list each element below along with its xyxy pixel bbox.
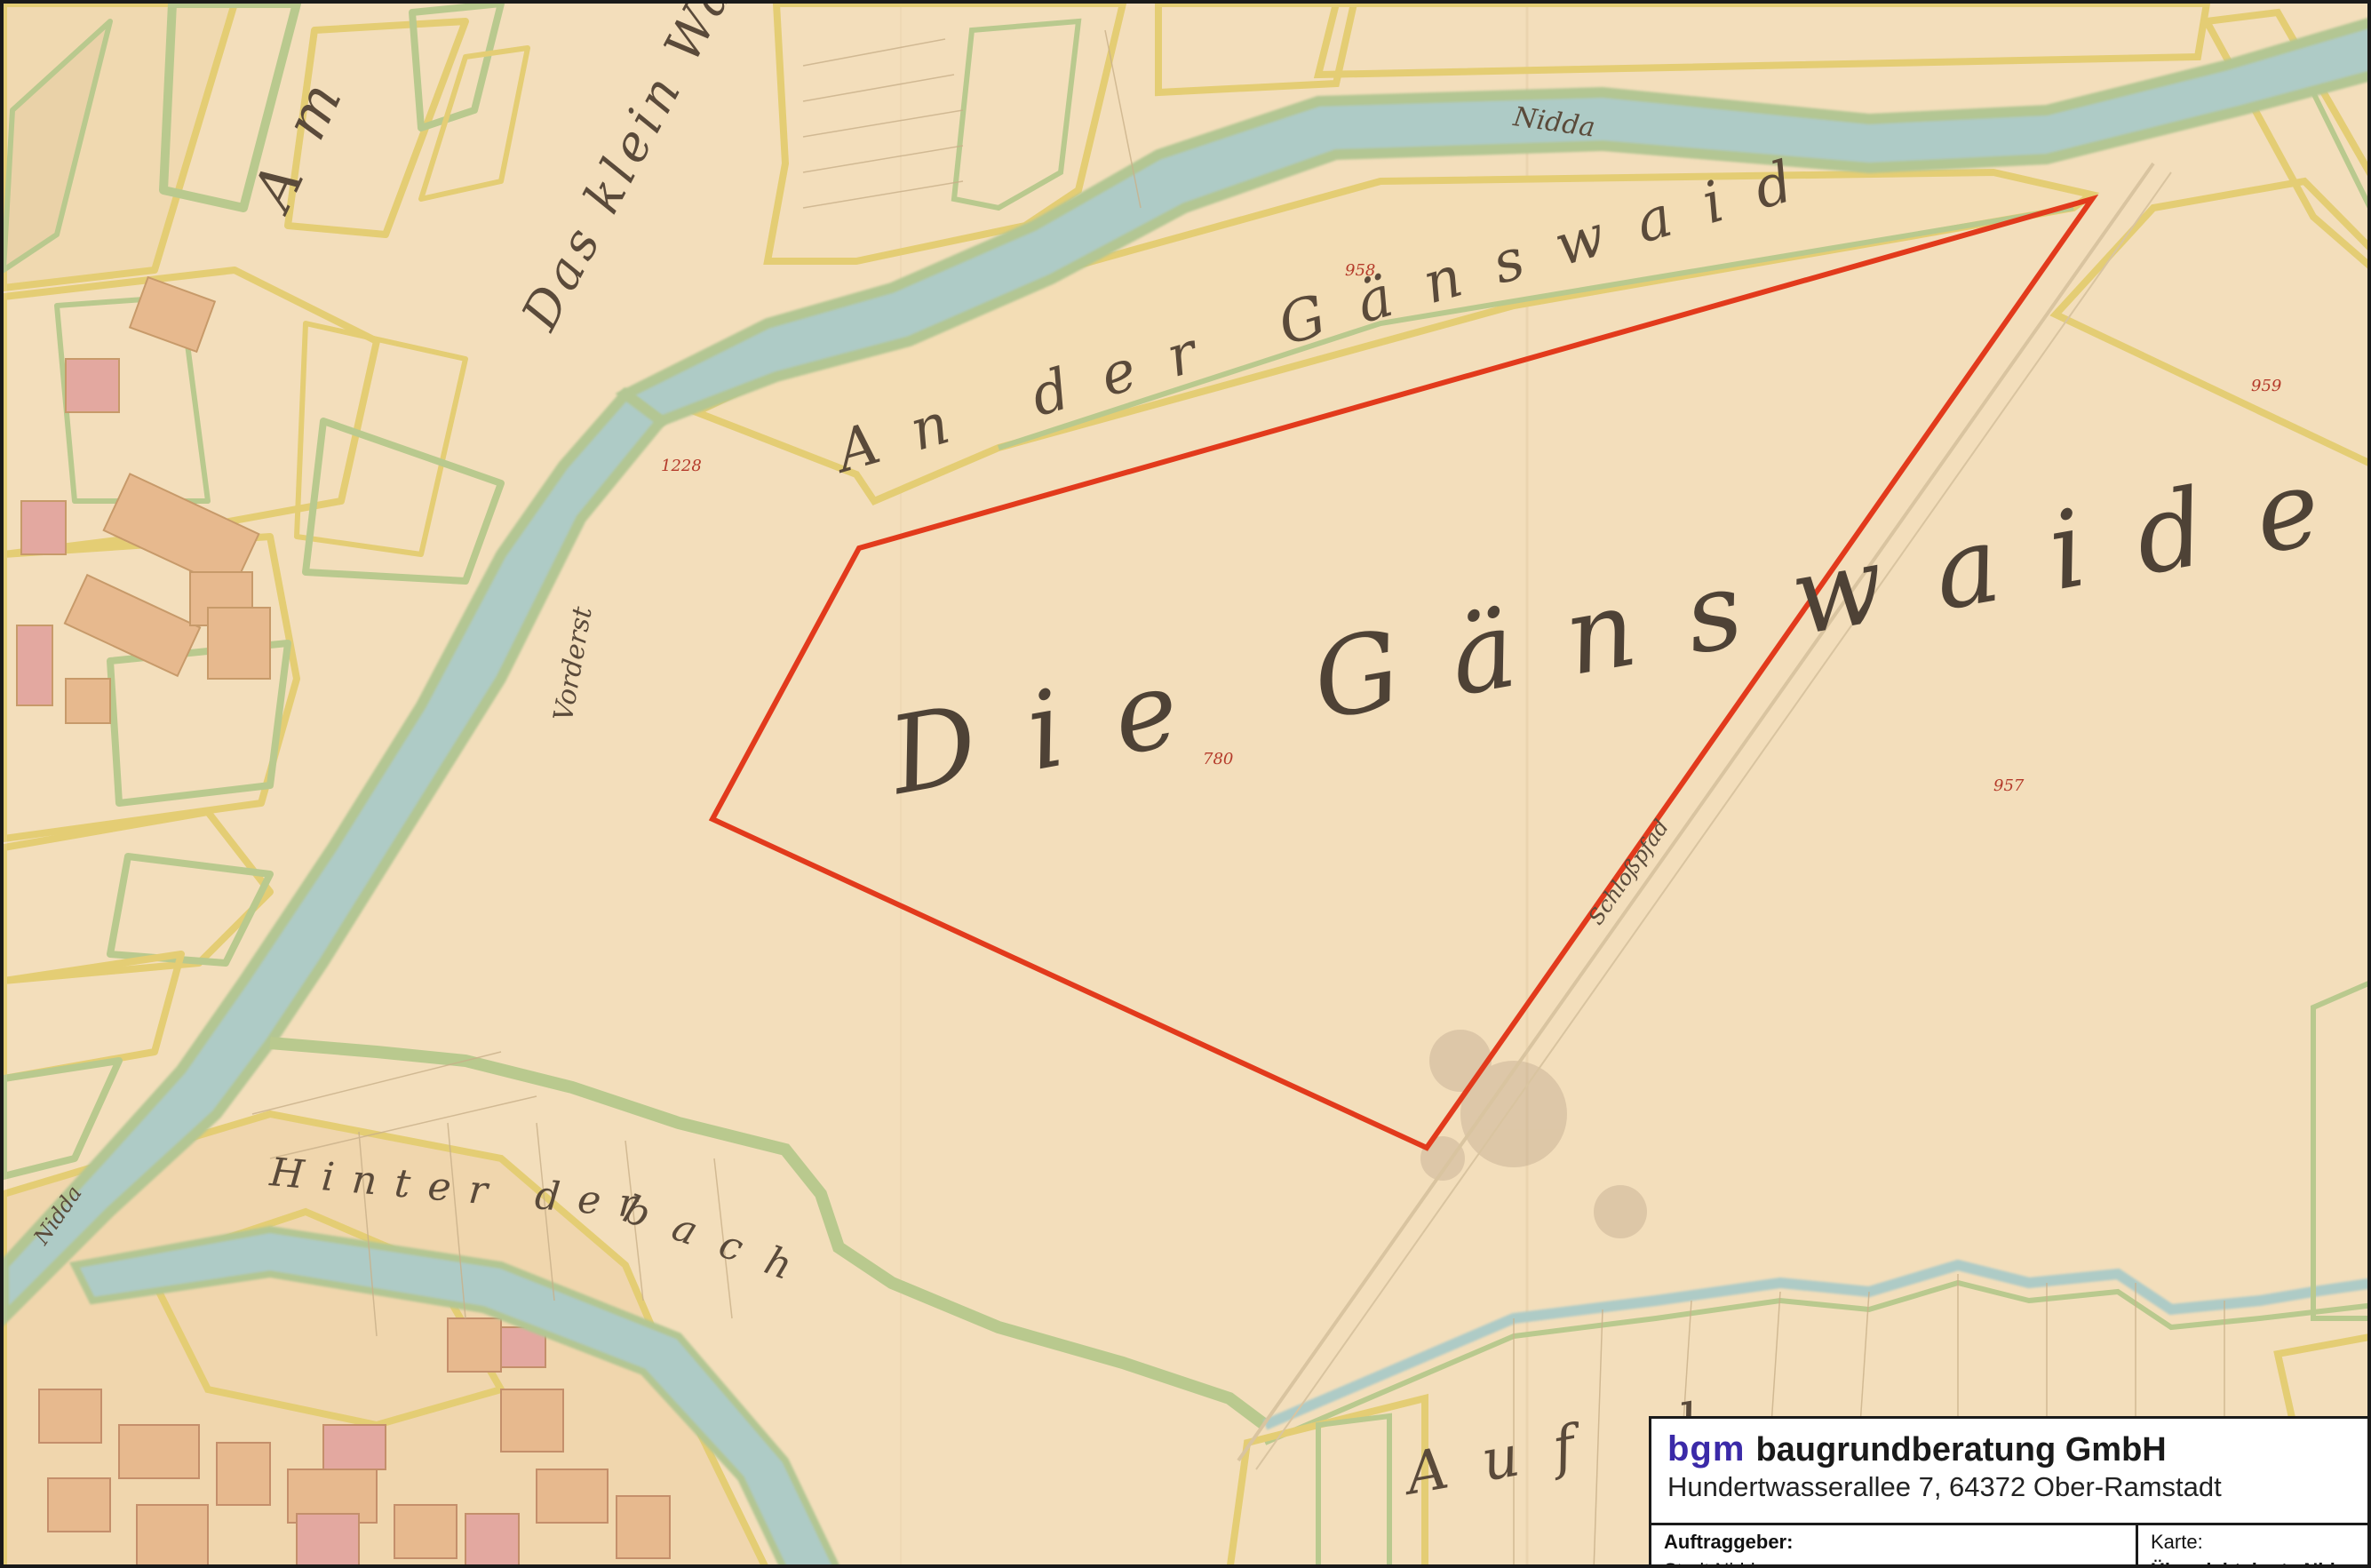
- map-type-label: Karte:: [2151, 1531, 2203, 1553]
- client-value: Stadt Nidda: [1664, 1559, 2123, 1564]
- schlosspfad-road: [1237, 162, 2155, 1462]
- project-area-outline: [708, 194, 2099, 1151]
- parcel-number-957: 957: [1993, 776, 2025, 795]
- title-block-row: Auftraggeber: Stadt Nidda Karte: Übersic…: [1651, 1525, 2367, 1564]
- company-name-text: baugrundberatung GmbH: [1755, 1431, 2167, 1469]
- bottom-left-town: [4, 1110, 768, 1564]
- left-buildings: [16, 275, 271, 724]
- parcel-number-958: 958: [1345, 261, 1376, 280]
- bottom-right-parcels: [1227, 981, 2367, 1564]
- company-logo: bgm: [1667, 1429, 1746, 1469]
- map-type-value: Übersichtskarte Nid: [2151, 1559, 2367, 1564]
- nidda-river: [4, 18, 2367, 1564]
- map-type-cell: Karte: Übersichtskarte Nid: [2138, 1525, 2367, 1564]
- top-parcels: [763, 4, 2367, 466]
- parcel-number-1228: 1228: [661, 457, 702, 475]
- company-address: Hundertwasserallee 7, 64372 Ober-Ramstad…: [1667, 1471, 2222, 1502]
- historic-cadastral-map: [4, 4, 2367, 1564]
- client-cell: Auftraggeber: Stadt Nidda: [1651, 1525, 2138, 1564]
- cadastral-lines: [251, 29, 2225, 1564]
- client-label: Auftraggeber:: [1664, 1531, 1794, 1553]
- parcel-number-780: 780: [1203, 750, 1234, 768]
- parcel-number-959: 959: [2251, 377, 2282, 395]
